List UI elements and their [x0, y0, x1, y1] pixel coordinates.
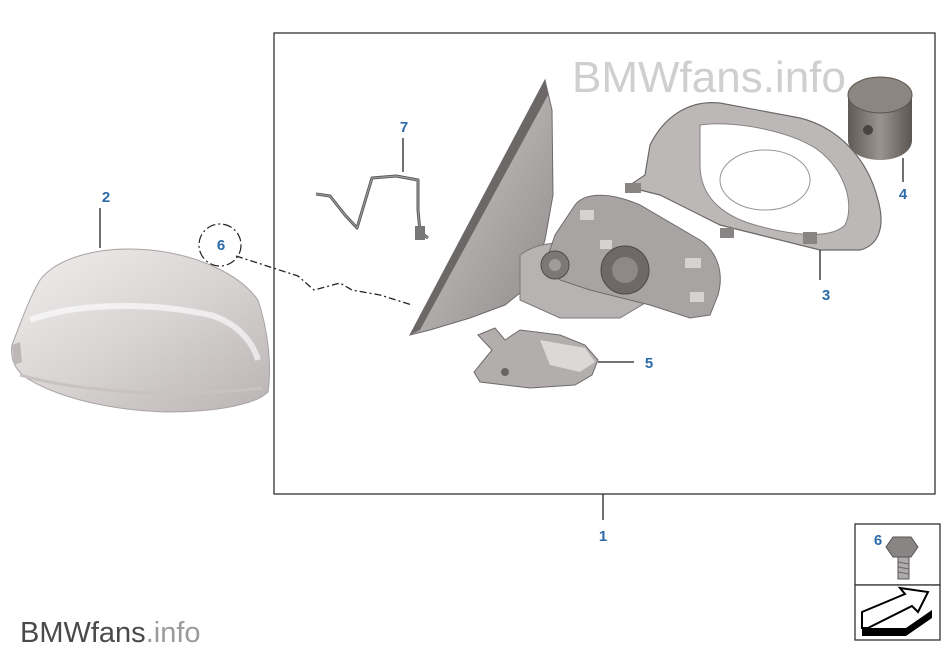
part-7-wiring-harness[interactable] [315, 174, 429, 240]
part-1-glass-carrier[interactable] [540, 194, 721, 319]
callout-2[interactable]: 2 [102, 189, 110, 206]
callout-6[interactable]: 6 [217, 237, 225, 254]
callout-5[interactable]: 5 [645, 355, 653, 372]
watermark-top: BMWfans.info [572, 53, 846, 102]
legend-box-part-6 [854, 523, 941, 641]
assembly-frame [273, 32, 936, 495]
part-5-bottom-bracket[interactable] [473, 327, 599, 389]
callout-6-legend: 6 [874, 532, 882, 549]
wedge-arrow-icon [861, 586, 930, 629]
part-2-mirror-cap[interactable] [11, 248, 270, 413]
callout-3[interactable]: 3 [822, 287, 830, 304]
callout-4[interactable]: 4 [899, 186, 908, 203]
part-4-adjustment-motor[interactable] [847, 76, 913, 160]
leader-6 [235, 255, 413, 306]
callout-1[interactable]: 1 [599, 528, 607, 545]
part-3-mirror-housing-frame[interactable] [625, 102, 882, 251]
callout-7[interactable]: 7 [400, 119, 408, 136]
watermark-bottom: BMWfans.info [20, 617, 201, 649]
screw-icon [885, 536, 919, 580]
callout-6-circle [198, 223, 242, 267]
